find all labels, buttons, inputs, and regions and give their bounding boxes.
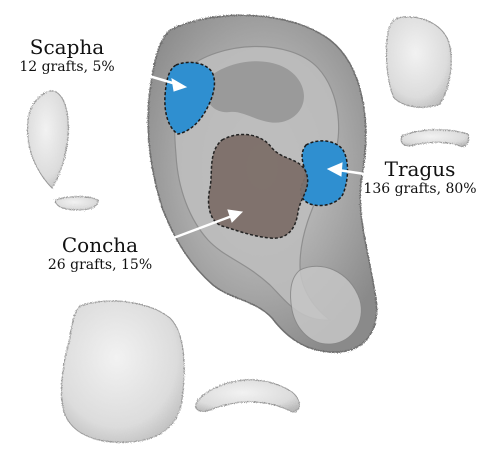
cartilage-piece-lower-left — [62, 301, 185, 442]
tragus-name: Tragus — [360, 158, 480, 181]
concha-detail: 26 grafts, 15% — [40, 257, 160, 273]
concha-label: Concha 26 grafts, 15% — [40, 234, 160, 273]
concha-name: Concha — [40, 234, 160, 257]
scapha-detail: 12 grafts, 5% — [18, 59, 116, 75]
tragus-label: Tragus 136 grafts, 80% — [360, 158, 480, 197]
cartilage-piece-upper-left — [28, 91, 69, 188]
scapha-label: Scapha 12 grafts, 5% — [18, 36, 116, 75]
tragus-detail: 136 grafts, 80% — [360, 181, 480, 197]
cartilage-sliver-left — [55, 197, 98, 210]
scapha-name: Scapha — [18, 36, 116, 59]
cartilage-piece-upper-right — [386, 17, 451, 107]
cartilage-sliver-bottom — [196, 380, 300, 412]
cartilage-sliver-right — [401, 130, 468, 147]
